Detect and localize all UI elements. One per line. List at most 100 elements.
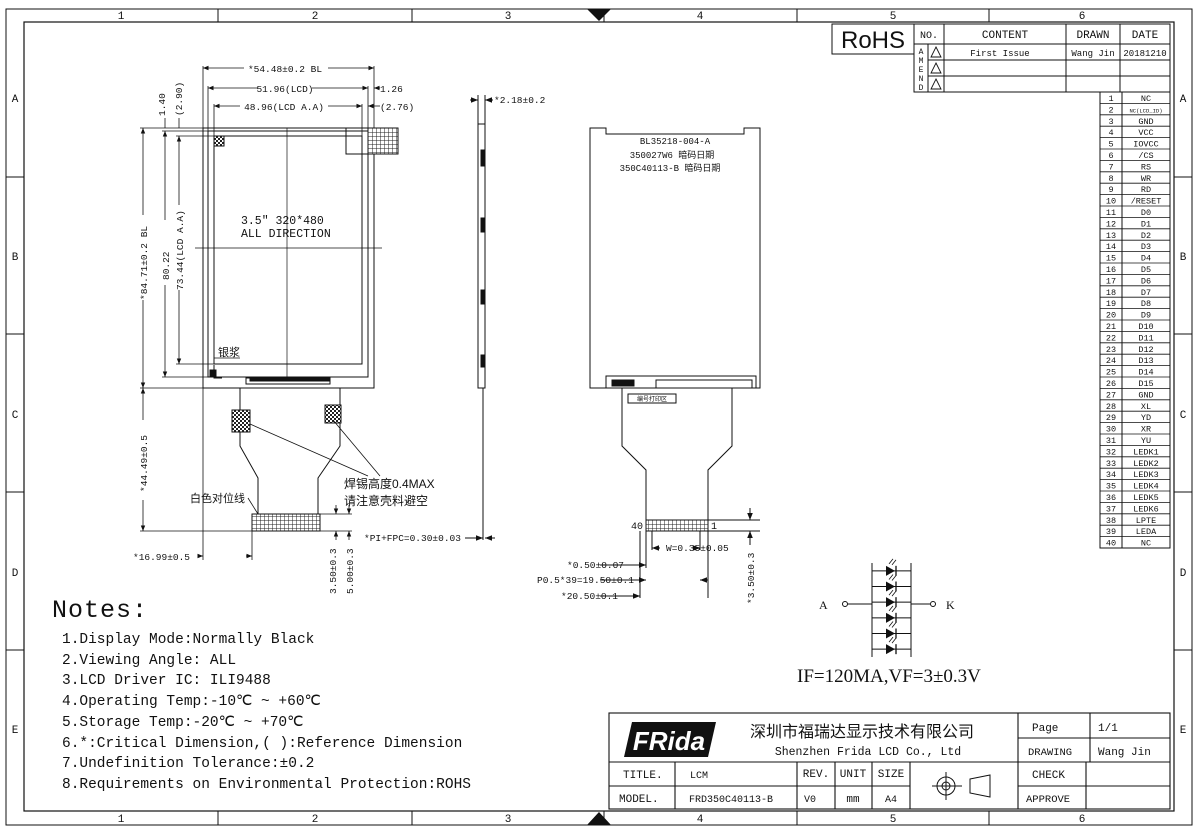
solder-note-1: 焊锡高度0.4MAX [344, 476, 435, 491]
row-label: A [1180, 94, 1187, 106]
amend-letter: E [919, 66, 924, 75]
back-view [589, 127, 761, 599]
led-diode-icon [872, 574, 911, 592]
frame-zone-labels: 1 2 3 4 5 6 1 2 3 4 5 6 A B C D E A B C … [12, 11, 1187, 826]
pin-name: D9 [1141, 311, 1151, 321]
amend-letter: D [919, 84, 924, 93]
pin-name: YU [1141, 436, 1151, 446]
col-label: 2 [312, 814, 319, 826]
pin-number: 27 [1106, 390, 1116, 400]
pin-name: GND [1138, 390, 1153, 400]
model-value: FRD350C40113-B [689, 795, 773, 806]
pin-name: /CS [1138, 151, 1153, 161]
led-diode-icon [872, 589, 911, 608]
pin-number: 18 [1106, 288, 1116, 298]
pin-name: D8 [1141, 299, 1151, 309]
amend-letter: M [919, 57, 924, 66]
rev-header-content: CONTENT [982, 30, 1029, 42]
pin-name: D11 [1138, 333, 1153, 343]
pin-number: 1 [1108, 94, 1113, 104]
dim-aa-width: 48.96(LCD A.A) [244, 102, 324, 113]
pin-number: 35 [1106, 482, 1116, 492]
check-label: CHECK [1032, 770, 1065, 782]
solder-pad-right [324, 404, 342, 424]
dim-fpc-length: *44.49±0.5 [139, 435, 150, 492]
pin-name: NC [1141, 539, 1151, 549]
pin-name: D0 [1141, 208, 1151, 218]
notes-section: Notes: 1.Display Mode:Normally Black 2.V… [52, 596, 471, 796]
led-diode-icon [872, 558, 911, 576]
col-label: 6 [1079, 11, 1086, 23]
dim-fpc-offset: *16.99±0.5 [133, 552, 190, 563]
notes-title: Notes: [52, 596, 149, 625]
pin-number: 31 [1106, 436, 1116, 446]
pin-name: YD [1141, 413, 1151, 423]
amend-letter: A [919, 48, 924, 57]
row-label: B [12, 252, 19, 264]
col-label: 1 [118, 814, 125, 826]
pin-number: 22 [1106, 333, 1116, 343]
pin-name: WR [1141, 174, 1151, 184]
dim-pi-fpc: *PI+FPC=0.30±0.03 [364, 533, 461, 544]
pin-name: D12 [1138, 345, 1153, 355]
pin-number: 36 [1106, 493, 1116, 503]
ic-area [345, 127, 369, 155]
panel-size-label: 3.5" 320*480 [241, 215, 324, 228]
center-mark-top [587, 9, 611, 21]
pin-name: LEDK6 [1133, 504, 1159, 514]
dim-lcd-height: 80.22 [161, 251, 172, 280]
pin-name: D4 [1141, 254, 1151, 264]
page-value: 1/1 [1098, 723, 1118, 735]
pin-number: 24 [1106, 356, 1116, 366]
back-label-1: BL35218-004-A [640, 137, 711, 147]
led-anode-label: A [819, 598, 828, 612]
pin-number: 34 [1106, 470, 1116, 480]
dim-right-1: 1.26 [380, 84, 403, 95]
note-item: 5.Storage Temp:-20℃ ~ +70℃ [62, 714, 304, 731]
note-item: 3.LCD Driver IC: ILI9488 [62, 673, 271, 690]
pin-name: D15 [1138, 379, 1153, 389]
pin-number: 20 [1106, 311, 1116, 321]
fpc-contacts [251, 513, 321, 532]
pin-40-label: 40 [631, 522, 643, 533]
pin-number: 3 [1108, 117, 1113, 127]
col-label: 6 [1079, 814, 1086, 826]
pin-number: 40 [1106, 539, 1116, 549]
pin-number: 9 [1108, 185, 1113, 195]
dim-fpc-tail: *3.50±0.3 [746, 552, 757, 604]
pin-name: D1 [1141, 219, 1151, 229]
ic-hatch [367, 127, 399, 155]
pin-number: 12 [1106, 219, 1116, 229]
pin-number: 15 [1106, 254, 1116, 264]
pin-name: LEDK5 [1133, 493, 1159, 503]
pin-name: LPTE [1136, 516, 1156, 526]
led-schematic [842, 563, 936, 657]
dim-lcd-width: 51.96(LCD) [256, 84, 313, 95]
dim-pitch: *0.50±0.07 [567, 560, 624, 571]
pin-number: 37 [1106, 504, 1116, 514]
size-label: SIZE [878, 769, 905, 781]
front-view [195, 127, 399, 532]
row-label: B [1180, 252, 1187, 264]
pin-number: 6 [1108, 151, 1113, 161]
pin-number: 5 [1108, 140, 1113, 150]
amend-letter: N [919, 75, 924, 84]
dim-bl-width: *54.48±0.2 BL [248, 64, 322, 75]
pin-number: 23 [1106, 345, 1116, 355]
rohs-mark: RoHS [841, 27, 905, 54]
drawing-value: Wang Jin [1098, 747, 1151, 759]
pin-name: D5 [1141, 265, 1151, 275]
pin-name: /RESET [1131, 197, 1162, 207]
dim-fpc-width: *20.50±0.1 [561, 591, 618, 602]
rev-value: V0 [804, 795, 816, 806]
solder-pad-left [231, 409, 251, 433]
pin-name: D6 [1141, 276, 1151, 286]
row-label: D [12, 568, 19, 580]
pin-number: 2 [1108, 105, 1113, 115]
viewing-direction-label: ALL DIRECTION [241, 228, 331, 241]
pin-name: VCC [1138, 128, 1153, 138]
pin-name: XR [1141, 425, 1151, 435]
pin-number: 26 [1106, 379, 1116, 389]
pin-number: 21 [1106, 322, 1116, 332]
pin-number: 13 [1106, 231, 1116, 241]
